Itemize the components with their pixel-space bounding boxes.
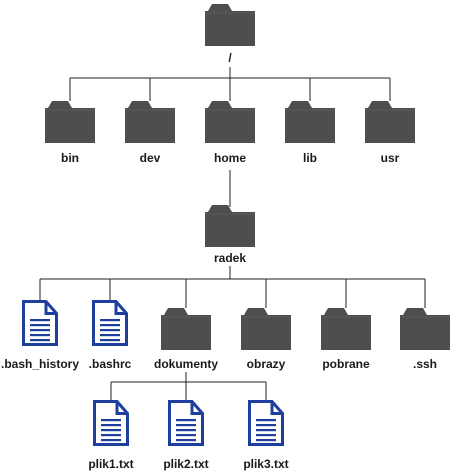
file-text-line — [101, 419, 121, 422]
file-text-line — [256, 439, 276, 442]
folder-icon — [205, 4, 255, 46]
folder-icon — [365, 101, 415, 143]
node-label: plik3.txt — [243, 457, 288, 471]
folder-icon — [205, 101, 255, 143]
file-text-line — [101, 424, 121, 427]
file-text-line — [100, 319, 120, 322]
file-text-line — [256, 419, 276, 422]
node-dot-ssh[interactable]: .ssh — [400, 308, 450, 371]
node-label: plik2.txt — [163, 457, 208, 471]
folder-icon — [241, 308, 291, 350]
file-dog-ear — [270, 401, 283, 415]
node-label: .bashrc — [89, 357, 132, 371]
node-bin[interactable]: bin — [45, 101, 95, 165]
file-dog-ear — [115, 401, 128, 415]
node-plik3-txt[interactable]: plik3.txt — [243, 400, 289, 472]
folder-icon — [161, 308, 211, 350]
file-text-line — [256, 424, 276, 427]
folder-icon — [45, 101, 95, 143]
node-usr[interactable]: usr — [365, 101, 415, 165]
text-file-icon — [22, 300, 58, 346]
node-label: pobrane — [322, 357, 370, 371]
node-dokumenty[interactable]: dokumenty — [154, 308, 218, 371]
folder-icon — [321, 308, 371, 350]
node-label: dokumenty — [154, 357, 218, 371]
node-label: plik1.txt — [88, 457, 133, 471]
file-dog-ear — [114, 301, 127, 315]
text-file-icon — [168, 400, 204, 446]
file-text-line — [176, 439, 196, 442]
node-obrazy[interactable]: obrazy — [241, 308, 291, 371]
file-text-line — [30, 339, 50, 342]
node-plik2-txt[interactable]: plik2.txt — [163, 400, 209, 472]
file-page — [93, 400, 129, 446]
file-text-line — [100, 329, 120, 332]
node-dot-bashrc[interactable]: .bashrc — [89, 300, 132, 372]
file-text-line — [101, 439, 121, 442]
file-page — [22, 300, 58, 346]
node-label: .ssh — [413, 357, 437, 371]
file-dog-ear — [44, 301, 57, 315]
file-page — [168, 400, 204, 446]
node-pobrane[interactable]: pobrane — [321, 308, 371, 371]
file-page — [248, 400, 284, 446]
file-text-line — [256, 434, 276, 437]
file-text-line — [101, 434, 121, 437]
node-root[interactable]: / — [205, 4, 255, 65]
file-text-line — [256, 429, 276, 432]
text-file-icon — [92, 300, 128, 346]
file-dog-ear — [190, 401, 203, 415]
file-text-line — [100, 324, 120, 327]
node-label: obrazy — [247, 357, 286, 371]
file-text-line — [176, 429, 196, 432]
node-label: radek — [214, 251, 246, 265]
folder-icon — [125, 101, 175, 143]
node-dev[interactable]: dev — [125, 101, 175, 165]
node-label: home — [214, 151, 246, 165]
file-text-line — [176, 434, 196, 437]
folder-icon — [205, 205, 255, 247]
file-text-line — [30, 324, 50, 327]
file-text-line — [30, 319, 50, 322]
file-text-line — [101, 429, 121, 432]
node-label: usr — [381, 151, 400, 165]
file-text-line — [176, 424, 196, 427]
node-label: bin — [61, 151, 79, 165]
node-label: lib — [303, 151, 317, 165]
node-label: .bash_history — [1, 357, 79, 371]
node-radek[interactable]: radek — [205, 205, 255, 265]
folder-icon — [400, 308, 450, 350]
node-dot-bash-history[interactable]: .bash_history — [1, 300, 79, 372]
file-text-line — [176, 419, 196, 422]
node-home[interactable]: home — [205, 101, 255, 165]
connector-lines — [39, 67, 426, 400]
file-text-line — [100, 334, 120, 337]
node-label: dev — [140, 151, 161, 165]
text-file-icon — [93, 400, 129, 446]
node-plik1-txt[interactable]: plik1.txt — [88, 400, 134, 472]
text-file-icon — [248, 400, 284, 446]
folder-icon — [285, 101, 335, 143]
file-text-line — [30, 329, 50, 332]
node-lib[interactable]: lib — [285, 101, 335, 165]
file-text-line — [100, 339, 120, 342]
file-page — [92, 300, 128, 346]
file-text-line — [30, 334, 50, 337]
node-label: / — [228, 51, 232, 65]
